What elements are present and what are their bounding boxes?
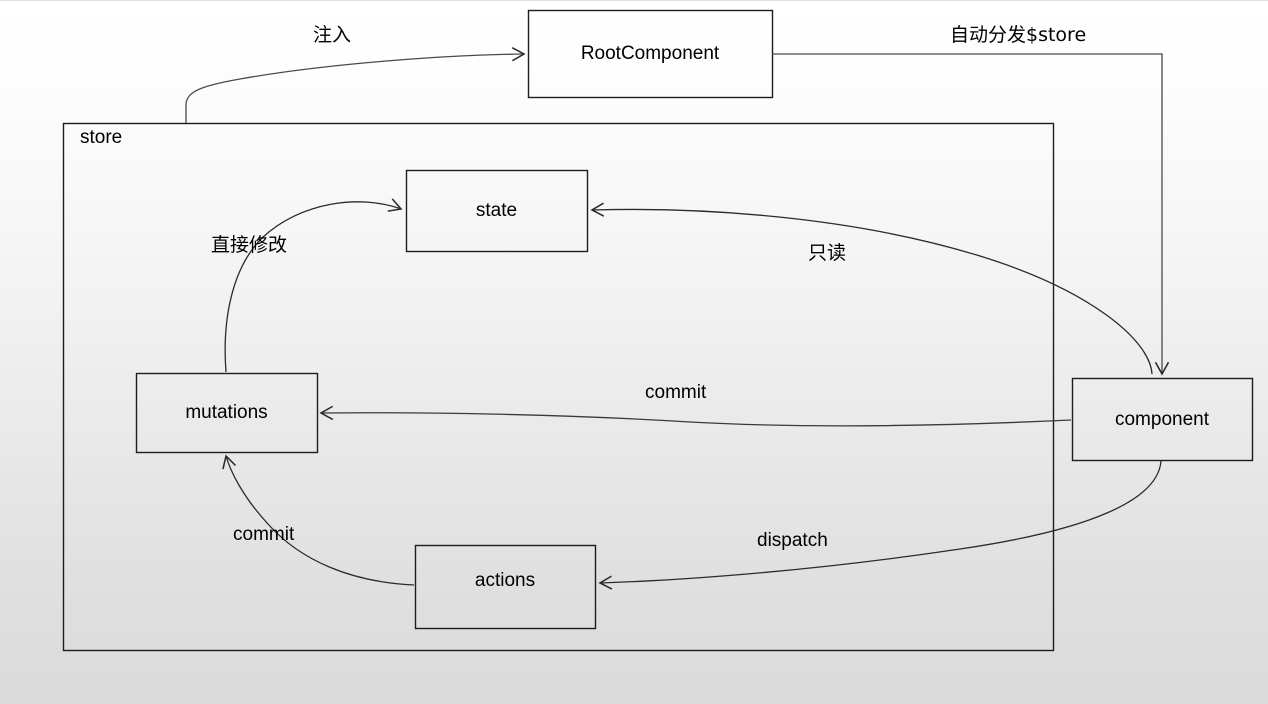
edge-commit-top [319, 405, 1072, 427]
actions-box[interactable] [414, 544, 597, 630]
root-component-label: RootComponent [580, 43, 720, 64]
edge-label-auto-dispatch: 自动分发$store [950, 24, 1087, 46]
edge-readonly [590, 202, 1153, 375]
edge-label-commit-top: commit [645, 382, 707, 403]
store-container-box [62, 122, 1055, 652]
edge-label-readonly: 只读 [808, 242, 847, 264]
edge-label-inject: 注入 [313, 24, 352, 46]
edge-label-direct-mutate: 直接修改 [211, 234, 288, 256]
store-container-label: store [80, 127, 123, 148]
top-hairline [0, 0, 1268, 1]
mutations-label: mutations [185, 402, 268, 423]
component-box[interactable] [1071, 377, 1254, 462]
edge-auto-dispatch [772, 53, 1170, 376]
actions-label: actions [474, 570, 536, 591]
component-label: component [1114, 409, 1209, 430]
state-label: state [475, 200, 518, 221]
edge-inject [185, 46, 526, 123]
edge-dispatch [598, 460, 1162, 590]
mutations-box[interactable] [135, 372, 319, 454]
edge-label-commit-bottom: commit [233, 524, 295, 545]
edge-direct-mutate [224, 198, 403, 373]
edge-commit-bottom [222, 454, 415, 586]
state-box[interactable] [405, 169, 589, 253]
edge-label-dispatch: dispatch [757, 530, 828, 551]
